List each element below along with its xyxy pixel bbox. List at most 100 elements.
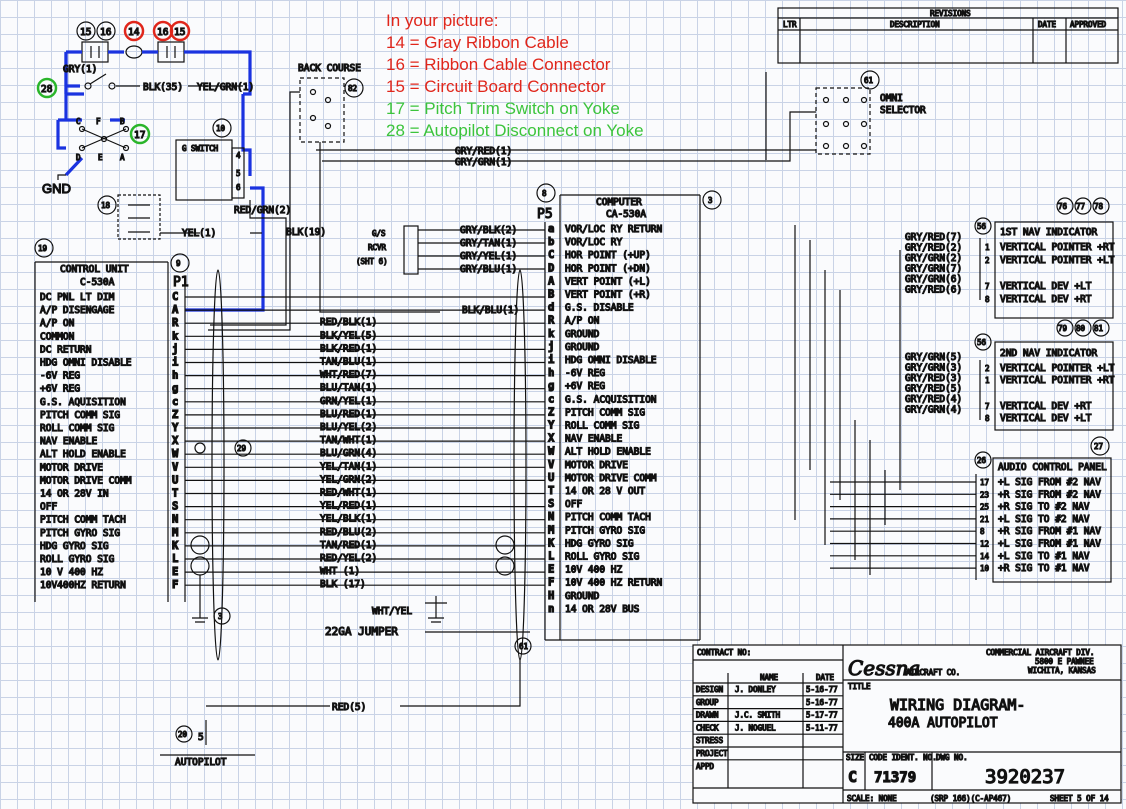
- callout-29: 29: [237, 444, 246, 453]
- computer-row-pin: Y: [548, 420, 555, 432]
- control-unit-row-label: PITCH COMM SIG: [40, 410, 120, 421]
- nav2-row-pin: 7: [985, 402, 990, 411]
- nav1-wire-label: GRY/RED(2): [905, 243, 962, 254]
- title-block-role: STRESS: [696, 736, 724, 745]
- autopilot-connector: [160, 720, 255, 756]
- g-switch-pin-5: 5: [236, 169, 241, 178]
- gs-rcvr-connector: [403, 225, 419, 275]
- callout-19: 19: [38, 244, 47, 253]
- control-unit-row-pin: N: [172, 514, 178, 526]
- ref: (SRP 166)(C-AP467): [930, 794, 1011, 803]
- computer-row-pin: a: [548, 223, 554, 235]
- audio-row-label: +R SIG TO #2 NAV: [998, 502, 1090, 513]
- audio-row-label: +R SIG FROM #2 NAV: [998, 489, 1101, 500]
- control-unit-row-pin: V: [172, 461, 179, 473]
- g-switch-terminal: [231, 147, 245, 199]
- harness-bundle-left: [211, 269, 225, 661]
- title-block-name: J.C. SMITH: [735, 711, 781, 720]
- control-unit-row-label: HDG GYRO SIG: [40, 541, 109, 552]
- gs-rcvr-line3: (SHT 6): [356, 257, 388, 266]
- blue-wire-top: [66, 50, 252, 96]
- callout-20: 20: [178, 730, 188, 739]
- computer-row-label: NAV ENABLE: [565, 434, 622, 445]
- callout-14-red-circle: [123, 20, 145, 42]
- control-unit-model: C-530A: [80, 277, 115, 288]
- gnd-label: GND: [42, 181, 71, 196]
- g-switch-label: G SWITCH: [182, 144, 219, 153]
- title-block-date: 5-16-77: [806, 698, 838, 707]
- title-block-date: 5-17-77: [806, 711, 838, 720]
- omni-label-1: OMNI: [880, 93, 903, 104]
- nav1-wire-label: GRY/RED(6): [905, 285, 962, 296]
- back-course-label: BACK COURSE: [298, 63, 361, 74]
- control-unit-row-pin: M: [172, 527, 178, 539]
- nav1-row-pin: 8: [985, 295, 990, 304]
- computer-row-label: HDG GYRO SIG: [565, 538, 634, 549]
- blk-blu-label: BLK/BLU(1): [462, 305, 519, 316]
- shield-circle-c: [495, 535, 515, 555]
- callout-79: 79: [1058, 324, 1067, 333]
- control-unit-row-label: A/P ON: [40, 318, 75, 329]
- control-unit-row-label: 14 OR 28V IN: [40, 489, 109, 500]
- title-block-role: APPD: [696, 762, 715, 771]
- nav1-row-pin: 2: [985, 256, 990, 265]
- size-value: C: [848, 768, 857, 786]
- title-block-name: J. DONLEY: [735, 685, 776, 694]
- computer-row-pin: D: [548, 262, 554, 274]
- harness-wire-label: BLU/TAN(1): [320, 383, 377, 394]
- computer-row-label: GROUND: [565, 342, 600, 353]
- control-unit-row-pin: h: [172, 370, 178, 382]
- control-unit-row-pin: X: [172, 435, 179, 447]
- nav2-box: [994, 341, 1114, 431]
- harness-wire-label: BLK/YEL(5): [320, 330, 377, 341]
- nav2-row-label: VERTICAL POINTER +RT: [1000, 375, 1115, 386]
- nav2-wire-label: GRY/RED(5): [905, 384, 962, 395]
- computer-row-pin: j: [548, 341, 554, 353]
- control-unit-row-label: PITCH GYRO SIG: [40, 528, 120, 539]
- audio-row-label: +R SIG TO #1 NAV: [998, 563, 1090, 574]
- scale: SCALE: NONE: [847, 794, 897, 803]
- callout-9: 9: [176, 259, 181, 268]
- annotation-line: 16 = Ribbon Cable Connector: [386, 55, 611, 74]
- back-course-switch-box: [299, 77, 345, 143]
- computer-title: COMPUTER: [596, 197, 642, 208]
- audio-row-pin: 14: [980, 552, 990, 561]
- computer-row-label: MOTOR DRIVE COMM: [565, 473, 657, 484]
- control-unit-row-label: NAV ENABLE: [40, 436, 97, 447]
- computer-row-label: PITCH COMM SIG: [565, 407, 645, 418]
- rev-col-ltr: LTR: [783, 20, 797, 29]
- dwg-label: DWG NO.: [936, 753, 968, 762]
- callout-77: 77: [1076, 202, 1085, 211]
- switch-pin-f: F: [96, 117, 101, 126]
- computer-row-pin: C: [548, 249, 554, 261]
- harness-wire-label: BLK/RED(1): [320, 343, 377, 354]
- code-value: 71379: [874, 770, 916, 786]
- title-block-date: 5-16-77: [806, 685, 838, 694]
- callout-82: 82: [348, 84, 357, 93]
- computer-row-label: GROUND: [565, 329, 600, 340]
- callout-16a-circle: [96, 21, 116, 41]
- nav2-row-pin: 1: [985, 376, 990, 385]
- callout-17: 17: [134, 130, 145, 141]
- switch-pin-c: C: [76, 117, 81, 126]
- computer-row-label: HDG OMNI DISABLE: [565, 355, 657, 366]
- computer-row-pin: k: [548, 328, 555, 340]
- pitch-trim-switch: C F B D E A: [75, 116, 130, 163]
- nav2-row-label: VERTICAL DEV +RT: [1000, 401, 1092, 412]
- gs-rcvr-line2: RCVR: [368, 243, 387, 252]
- nav1-row-pin: 1: [985, 243, 990, 252]
- control-unit-row-pin: Z: [172, 409, 178, 421]
- computer-row-pin: H: [548, 590, 554, 602]
- red-grn-wire-label: RED/GRN(2): [234, 205, 291, 216]
- title-block-name: J. NOGUEL: [735, 723, 776, 732]
- control-unit-row-label: OFF: [40, 502, 57, 513]
- control-unit: 19 9 CONTROL UNIT C-530A P1 DC PNL LT DI…: [34, 238, 545, 602]
- computer-row-pin: E: [548, 564, 554, 576]
- title-line1: WIRING DIAGRAM-: [890, 696, 1025, 714]
- computer-row-pin: h: [548, 367, 554, 379]
- callout-8: 3: [708, 196, 713, 205]
